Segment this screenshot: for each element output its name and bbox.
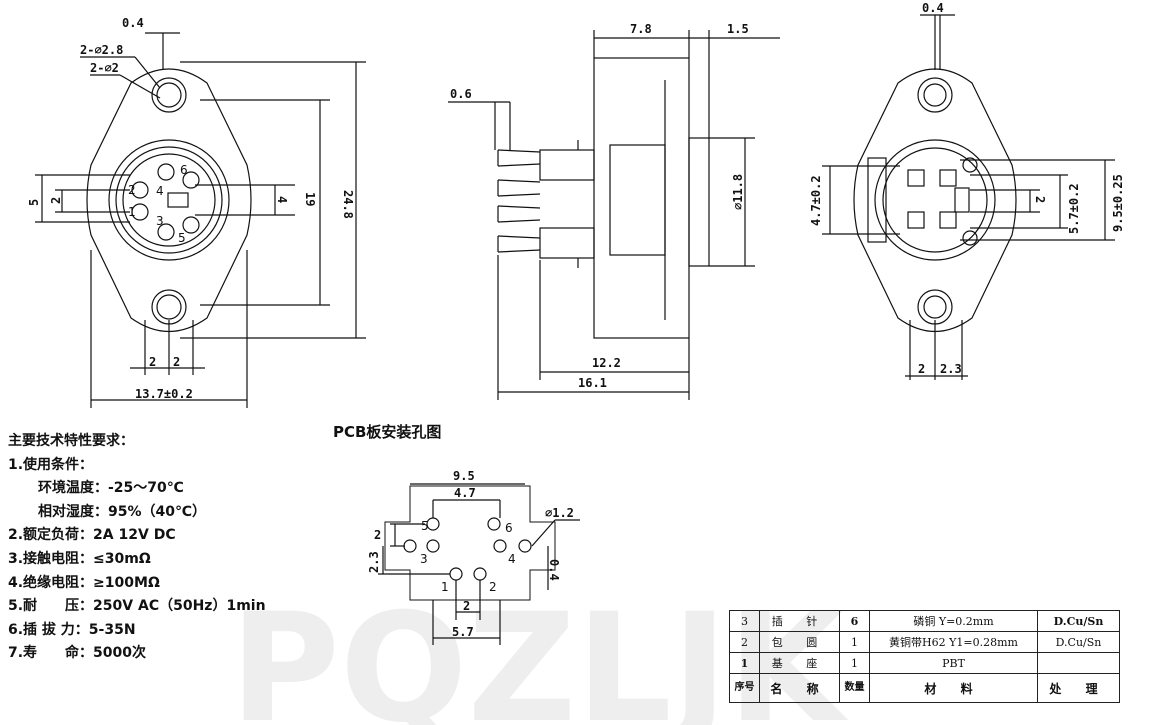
bom-header-treatment: 处 理 (1037, 673, 1120, 703)
bom-no: 2 (729, 631, 760, 653)
side-view (448, 30, 780, 400)
dim-2-a: 2 (149, 355, 156, 369)
dim-0-6: 0.6 (450, 87, 472, 101)
pcb-pin-3: 3 (420, 552, 428, 566)
pin-label-1: 1 (128, 205, 136, 219)
bom-row: 1 基 座 1 PBT (729, 652, 1120, 674)
dim-5-7: 5.7±0.2 (1067, 183, 1081, 234)
bom-material: PBT (869, 652, 1038, 674)
bom-material: 黄铜带H62 Y1=0.28mm (869, 631, 1038, 653)
pcb-dim-5-7: 5.7 (452, 625, 474, 639)
bom-row: 3 插 针 6 磷铜 Y=0.2mm D.Cu/Sn (729, 610, 1120, 632)
pcb-pin-6: 6 (505, 521, 513, 535)
dim-2-back: 2 (1033, 196, 1047, 203)
pcb-pin-1: 1 (441, 580, 449, 594)
dim-2-back-bottom: 2 (918, 362, 925, 376)
pcb-dim-4-7: 4.7 (454, 486, 476, 500)
pin-label-2: 2 (128, 183, 136, 197)
spec-line: 7.寿 命：5000次 (8, 645, 147, 662)
spec-line: 2.额定负荷：2A 12V DC (8, 527, 176, 544)
bom-no: 3 (729, 610, 760, 632)
bom-header-row: 序号 名 称 数量 材 料 处 理 (729, 673, 1120, 703)
spec-line: 相对湿度：95%（40℃） (38, 503, 206, 520)
pcb-dim-0-4: 0.4 (547, 559, 561, 581)
dim-1-5: 1.5 (727, 22, 749, 36)
pcb-dim-2-3: 2.3 (367, 551, 381, 573)
dim-2-left: 2 (49, 197, 63, 204)
dim-4-7: 4.7±0.2 (809, 175, 823, 226)
bom-qty: 1 (839, 631, 870, 653)
bom-header-qty: 数量 (839, 673, 870, 703)
pin-label-3: 3 (156, 214, 164, 228)
pcb-hole-pattern (378, 483, 580, 645)
pcb-dim-9-5: 9.5 (453, 469, 475, 483)
pcb-pin-4: 4 (508, 552, 516, 566)
dim-2-3-back: 2.3 (940, 362, 962, 376)
spec-line: 3.接触电阻：≤30mΩ (8, 550, 151, 567)
bom-table: 3 插 针 6 磷铜 Y=0.2mm D.Cu/Sn 2 包 圆 1 黄铜带H6… (729, 610, 1120, 703)
bom-material: 磷铜 Y=0.2mm (869, 610, 1038, 632)
dim-2-d2-8: 2-⌀2.8 (80, 43, 123, 57)
pin-label-6: 6 (180, 163, 188, 177)
spec-title: 主要技术特性要求： (8, 433, 134, 449)
spec-line: 5.耐 压：250V AC（50Hz）1min (8, 598, 266, 615)
dim-12-2: 12.2 (592, 356, 621, 370)
pcb-pin-2: 2 (489, 580, 497, 594)
dim-2-b: 2 (173, 355, 180, 369)
dim-4: 4 (275, 196, 289, 203)
bom-header-name: 名 称 (759, 673, 840, 703)
bom-treatment: D.Cu/Sn (1037, 610, 1120, 632)
bom-name: 基 座 (759, 652, 840, 674)
spec-line: 环境温度：-25～70℃ (38, 480, 184, 497)
spec-line: 4.绝缘电阻：≥100MΩ (8, 574, 160, 591)
dim-13-7: 13.7±0.2 (135, 387, 193, 401)
bom-treatment: D.Cu/Sn (1037, 631, 1120, 653)
spec-line: 1.使用条件： (8, 456, 94, 473)
dim-24-8: 24.8 (341, 190, 355, 219)
pin-label-5: 5 (178, 231, 186, 245)
spec-line: 6.插 拔 力：5-35N (8, 621, 136, 638)
dim-9-5: 9.5±0.25 (1111, 174, 1125, 232)
bom-qty: 1 (839, 652, 870, 674)
dim-16-1: 16.1 (578, 376, 607, 390)
pcb-title: PCB板安装孔图 (333, 423, 441, 441)
bom-name: 包 圆 (759, 631, 840, 653)
bom-name: 插 针 (759, 610, 840, 632)
dim-19: 19 (303, 192, 317, 206)
front-view (35, 32, 366, 408)
pcb-dim-2-bottom: 2 (463, 599, 470, 613)
back-view (822, 14, 1115, 380)
pcb-dim-2: 2 (374, 528, 381, 542)
dim-0-4-front: 0.4 (122, 16, 144, 30)
pcb-pin-5: 5 (421, 519, 429, 533)
dim-7-8: 7.8 (630, 22, 652, 36)
bom-treatment (1037, 652, 1120, 674)
bom-header-material: 材 料 (869, 673, 1038, 703)
pcb-dim-d1-2: ⌀1.2 (545, 506, 574, 520)
bom-row: 2 包 圆 1 黄铜带H62 Y1=0.28mm D.Cu/Sn (729, 631, 1120, 653)
bom-no: 1 (729, 652, 760, 674)
bom-header-no: 序号 (729, 673, 760, 703)
pin-label-4: 4 (156, 184, 164, 198)
dim-0-4-back: 0.4 (922, 1, 944, 15)
dim-d11-8: ⌀11.8 (731, 174, 745, 210)
bom-qty: 6 (839, 610, 870, 632)
dim-2-d2: 2-⌀2 (90, 61, 119, 75)
spec-list: 主要技术特性要求： 1.使用条件： 环境温度：-25～70℃ 相对湿度：95%（… (8, 430, 338, 666)
dim-5: 5 (27, 199, 41, 206)
